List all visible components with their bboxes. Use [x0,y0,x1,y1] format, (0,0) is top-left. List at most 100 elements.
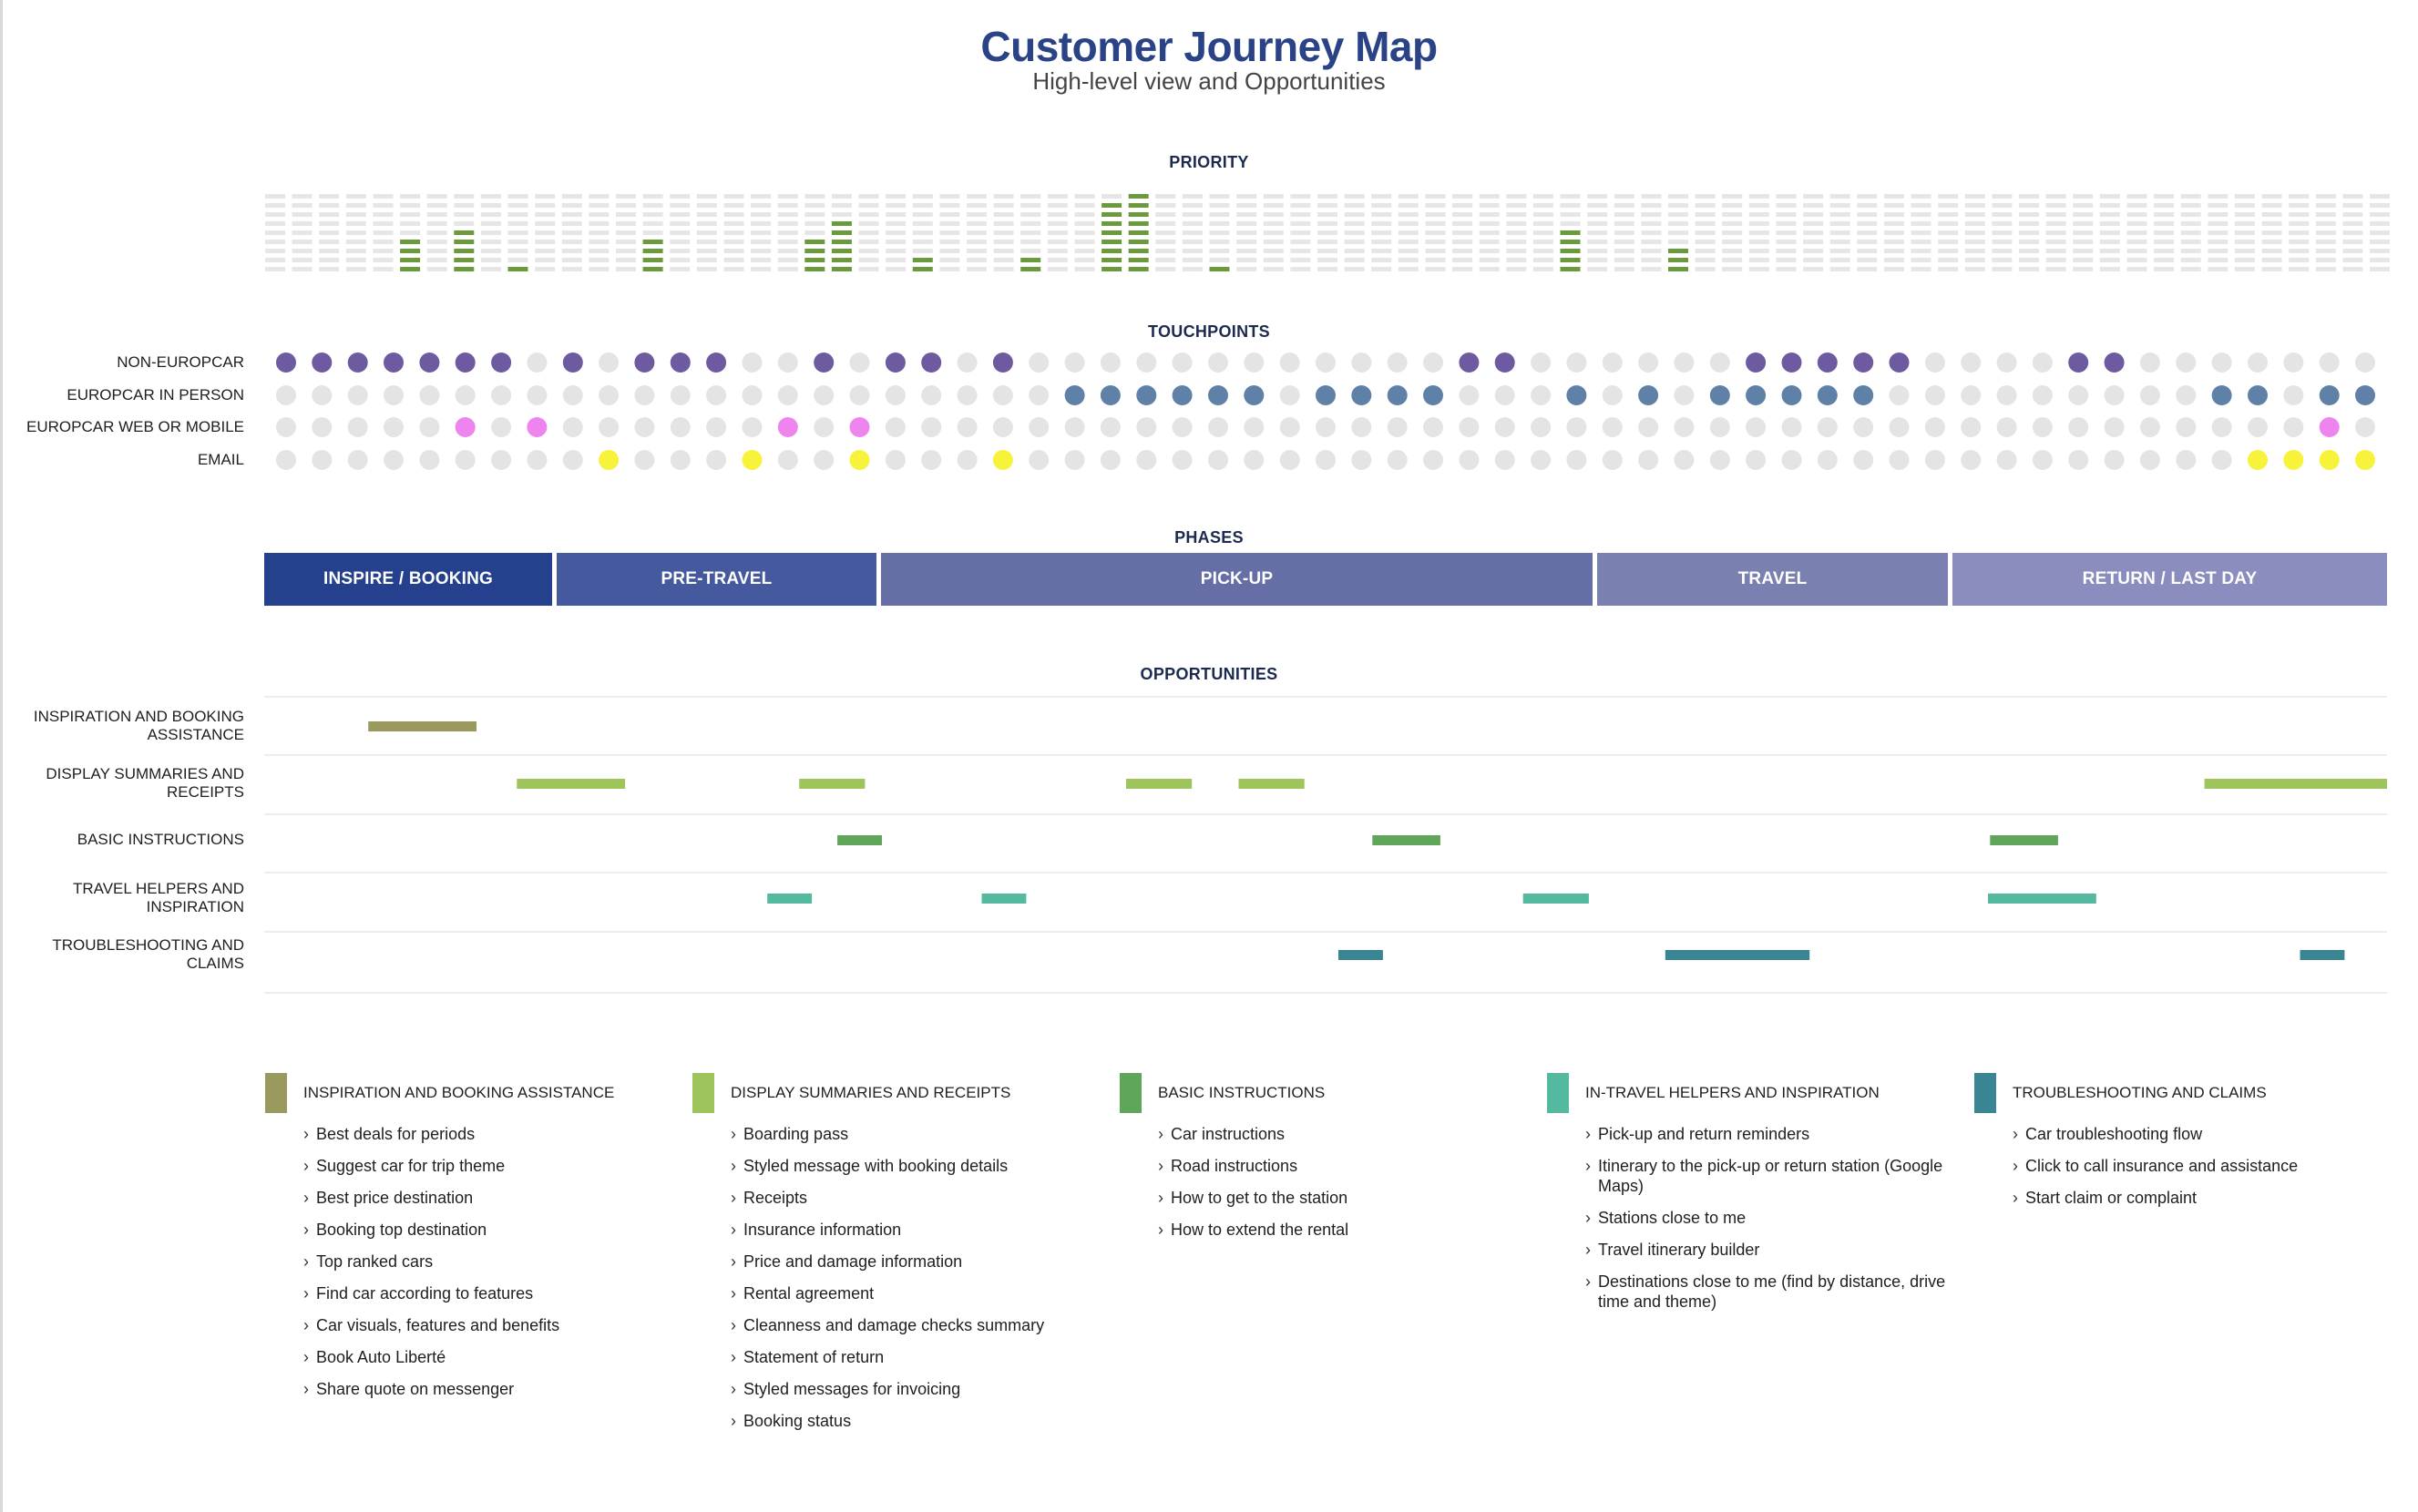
priority-bar-segment [507,194,528,199]
touchpoint-dot [1351,417,1372,437]
priority-bar-segment [1209,249,1230,253]
touchpoint-dot [1316,417,1336,437]
priority-bar-segment [1992,267,2013,271]
priority-bar-segment [2045,249,2066,253]
legend-item: How to get to the station [1158,1188,1522,1208]
priority-bar-segment [2370,267,2390,271]
touchpoint-dot [562,417,583,437]
priority-bar-segment-active [1101,267,1122,271]
priority-bar-segment [265,203,285,208]
touchpoint-dot [1208,450,1228,470]
priority-bar-segment [1425,221,1446,226]
priority-bar-segment [2019,240,2039,244]
priority-bar-segment [1209,230,1230,235]
priority-bar-segment [831,212,852,217]
priority-bar-segment-active [642,267,663,271]
priority-bar-segment [589,203,610,208]
priority-bar-segment [1236,221,1257,226]
priority-bar-segment [939,194,960,199]
touchpoint-dot [1996,352,2017,373]
touchpoint-dot [2176,450,2197,470]
priority-bar-segment [1506,212,1527,217]
priority-bar-segment [319,267,340,271]
priority-bar-segment [1506,194,1527,199]
priority-bar-segment [589,267,610,271]
touchpoint-dot-active [2319,450,2340,470]
priority-bar-segment [1452,240,1473,244]
priority-bar-segment [1695,194,1716,199]
priority-bar-segment [1992,194,2013,199]
priority-bar-segment [858,267,879,271]
priority-bar-segment [1020,221,1041,226]
legend-item: Suggest car for trip theme [303,1156,668,1176]
touchpoint-dot [1853,417,1874,437]
priority-bar-segment [265,240,285,244]
priority-bar-segment [1317,258,1337,262]
priority-bar-segment [1883,212,1904,217]
touchpoint-dot [1566,352,1587,373]
touchpoint-dot [2283,385,2304,405]
touchpoint-dot [1602,417,1623,437]
priority-bar-segment [993,267,1014,271]
touchpoint-dot [1208,417,1228,437]
priority-bar-segment [1964,221,1985,226]
priority-bar-segment [1964,267,1985,271]
priority-bar-segment-active [642,249,663,253]
priority-bar-segment [912,194,933,199]
priority-bar-segment [1371,249,1392,253]
touchpoint-dot [2211,352,2232,373]
priority-bar-segment [2261,203,2282,208]
priority-bar-segment [400,194,421,199]
priority-bar-segment [507,249,528,253]
touchpoint-dot-active [599,450,620,470]
touchpoint-dot [2355,417,2375,437]
priority-bar-segment [2261,258,2282,262]
priority-bar-segment [2099,240,2120,244]
priority-bar-segment [1560,212,1581,217]
priority-bar-segment [2073,249,2094,253]
legend-item: Statement of return [731,1347,1095,1367]
touchpoint-dot [2032,385,2053,405]
priority-bar-segment [993,203,1014,208]
touchpoint-dot [1817,450,1838,470]
priority-bar-segment [1182,221,1203,226]
priority-bar-segment [2180,212,2201,217]
priority-bar-segment [1155,258,1176,262]
priority-bar-segment [723,249,744,253]
priority-bar-segment [1182,203,1203,208]
legend-item: Styled message with booking details [731,1156,1095,1176]
priority-bar-segment [858,212,879,217]
priority-bar-segment [1641,194,1662,199]
legend-item: Click to call insurance and assistance [2013,1156,2377,1176]
priority-bar-segment [696,240,717,244]
touchpoint-dot-active [1566,385,1587,405]
priority-bar-segment [1560,203,1581,208]
priority-bar-segment [1371,240,1392,244]
opportunity-segment [1665,950,1810,960]
priority-bar-segment [2126,240,2147,244]
touchpoint-dot [777,352,798,373]
priority-bar-segment [2180,194,2201,199]
priority-bar-segment [1182,230,1203,235]
touchpoint-dot-active [1423,385,1443,405]
priority-bar-segment [507,230,528,235]
priority-bar-segment [967,258,987,262]
touchpoint-dot [777,385,798,405]
priority-bar-segment [777,240,798,244]
priority-bar-segment [507,240,528,244]
touchpoint-dot [1674,450,1695,470]
priority-bar-segment [1290,240,1311,244]
priority-bar-segment [2045,203,2066,208]
legend-item: Rental agreement [731,1283,1095,1303]
priority-bar-segment [1506,258,1527,262]
touchpoint-dot [2283,352,2304,373]
priority-bar-segment [1074,240,1095,244]
priority-bar-segment [2342,249,2363,253]
priority-bar-segment [1263,267,1284,271]
touchpoint-dot [1638,450,1659,470]
priority-bar-segment [1532,249,1553,253]
priority-bar-segment [1344,258,1365,262]
priority-bar-segment [535,203,556,208]
priority-bar-segment [1047,212,1068,217]
priority-bar-segment [1155,267,1176,271]
